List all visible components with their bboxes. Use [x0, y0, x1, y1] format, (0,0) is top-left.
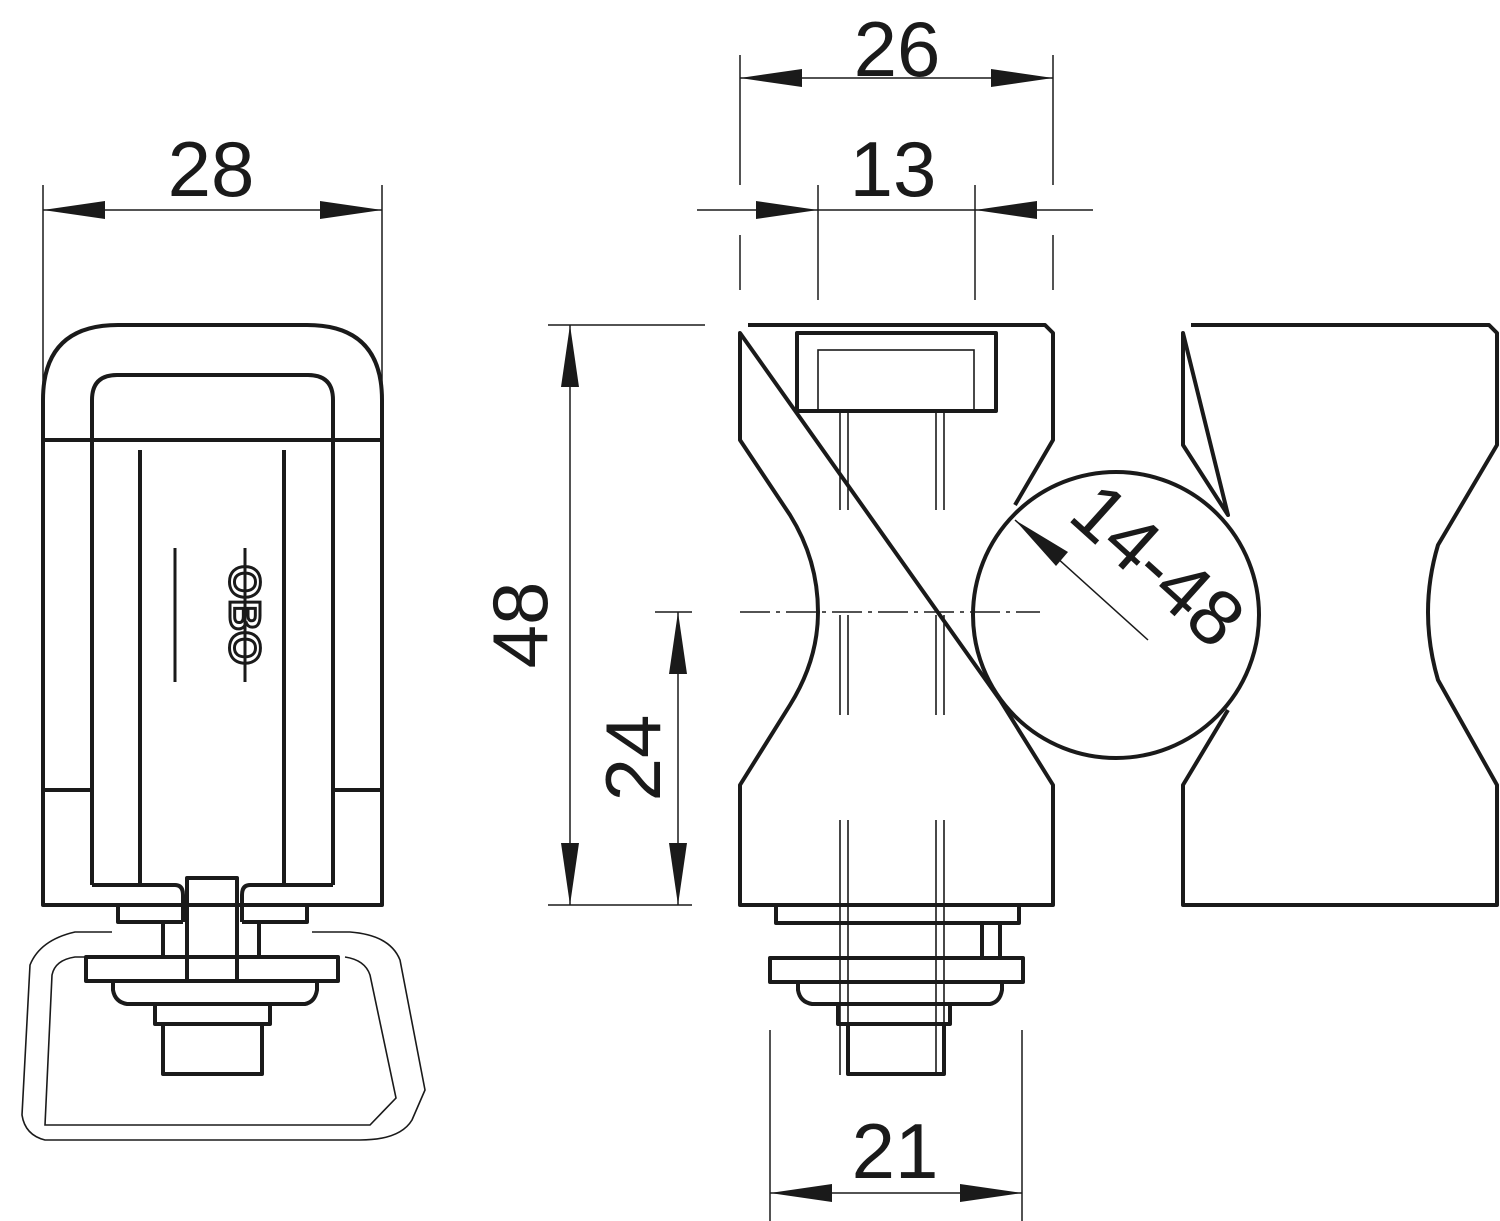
svg-text:26: 26: [854, 5, 941, 93]
svg-text:28: 28: [168, 125, 255, 213]
svg-text:48: 48: [476, 582, 564, 669]
conductor-circle: [971, 470, 1261, 760]
dimension-13: 13: [697, 125, 1093, 300]
svg-text:24: 24: [589, 715, 677, 802]
dimension-21: 21: [769, 1030, 1023, 1221]
svg-text:14-48: 14-48: [1054, 465, 1261, 664]
side-view: OBO: [21, 323, 426, 1141]
dimension-28: 28: [42, 125, 383, 395]
obo-logo: OBO: [173, 548, 271, 682]
clamp-half-view: [1181, 323, 1499, 907]
svg-text:21: 21: [852, 1107, 939, 1195]
dimension-26: 26: [739, 5, 1054, 290]
dimension-24: 24: [589, 611, 692, 905]
svg-text:OBO: OBO: [220, 565, 269, 665]
front-view: [738, 323, 1055, 1076]
svg-text:13: 13: [850, 125, 937, 213]
dimension-48: 48: [476, 324, 705, 906]
